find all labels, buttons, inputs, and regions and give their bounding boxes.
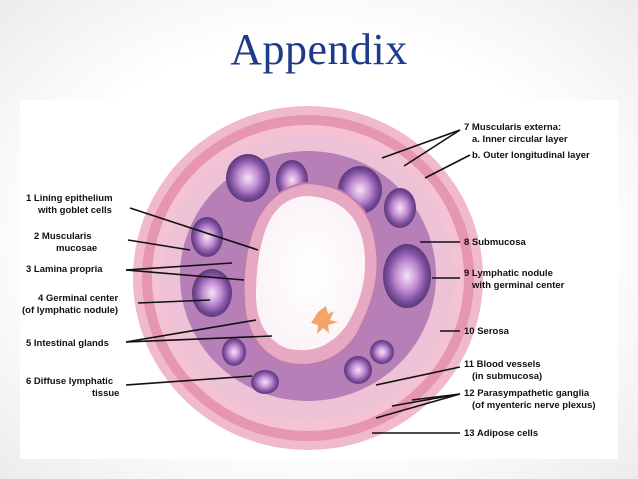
label-blood-vessels: 11 Blood vessels <box>464 359 541 370</box>
label-germinal-center: 4 Germinal center <box>38 293 119 304</box>
label-intestinal-glands: 5 Intestinal glands <box>26 338 109 349</box>
appendix-diagram: 1 Lining epithelium with goblet cells 2 … <box>22 106 596 450</box>
label-lining-epithelium: 1 Lining epithelium <box>26 193 113 204</box>
label-lamina-propria: 3 Lamina propria <box>26 264 103 275</box>
lymphatic-nodule <box>251 370 279 394</box>
lumen <box>256 196 366 351</box>
label-adipose-cells: 13 Adipose cells <box>464 428 538 439</box>
label-lymphatic-nodule: 9 Lymphatic nodule <box>464 268 553 279</box>
label-parasympathetic-ganglia: 12 Parasympathetic ganglia <box>464 388 590 399</box>
histology-figure: 1 Lining epithelium with goblet cells 2 … <box>20 100 618 459</box>
lymphatic-nodule <box>370 340 394 364</box>
slide-title: Appendix <box>230 25 408 74</box>
label-inner-circular-layer: a. Inner circular layer <box>472 134 568 145</box>
label-serosa: 10 Serosa <box>464 326 510 337</box>
label-diffuse-lymphatic-detail: tissue <box>92 388 119 399</box>
lymphatic-nodule <box>226 154 270 202</box>
label-parasympathetic-ganglia-detail: (of myenteric nerve plexus) <box>472 400 596 411</box>
lymphatic-nodule-with-germinal-center <box>383 244 431 308</box>
label-muscularis-mucosae: 2 Muscularis <box>34 231 92 242</box>
label-lymphatic-nodule-detail: with germinal center <box>471 280 565 291</box>
lymphatic-nodule <box>222 338 246 366</box>
label-muscularis-mucosae-detail: mucosae <box>56 243 97 254</box>
label-muscularis-externa: 7 Muscularis externa: <box>464 122 561 133</box>
lumen-debris <box>311 306 338 334</box>
lymphatic-nodule <box>344 356 372 384</box>
lymphatic-nodule <box>384 188 416 228</box>
label-blood-vessels-detail: (in submucosa) <box>472 371 542 382</box>
label-lining-epithelium-detail: with goblet cells <box>37 205 112 216</box>
label-diffuse-lymphatic: 6 Diffuse lymphatic <box>26 376 113 387</box>
label-germinal-center-detail: (of lymphatic nodule) <box>22 305 118 316</box>
label-outer-longitudinal-layer: b. Outer longitudinal layer <box>472 150 590 161</box>
germinal-center-nodule <box>192 269 232 317</box>
lymphatic-nodule <box>191 217 223 257</box>
label-submucosa: 8 Submucosa <box>464 237 526 248</box>
leader-lines <box>125 129 471 434</box>
